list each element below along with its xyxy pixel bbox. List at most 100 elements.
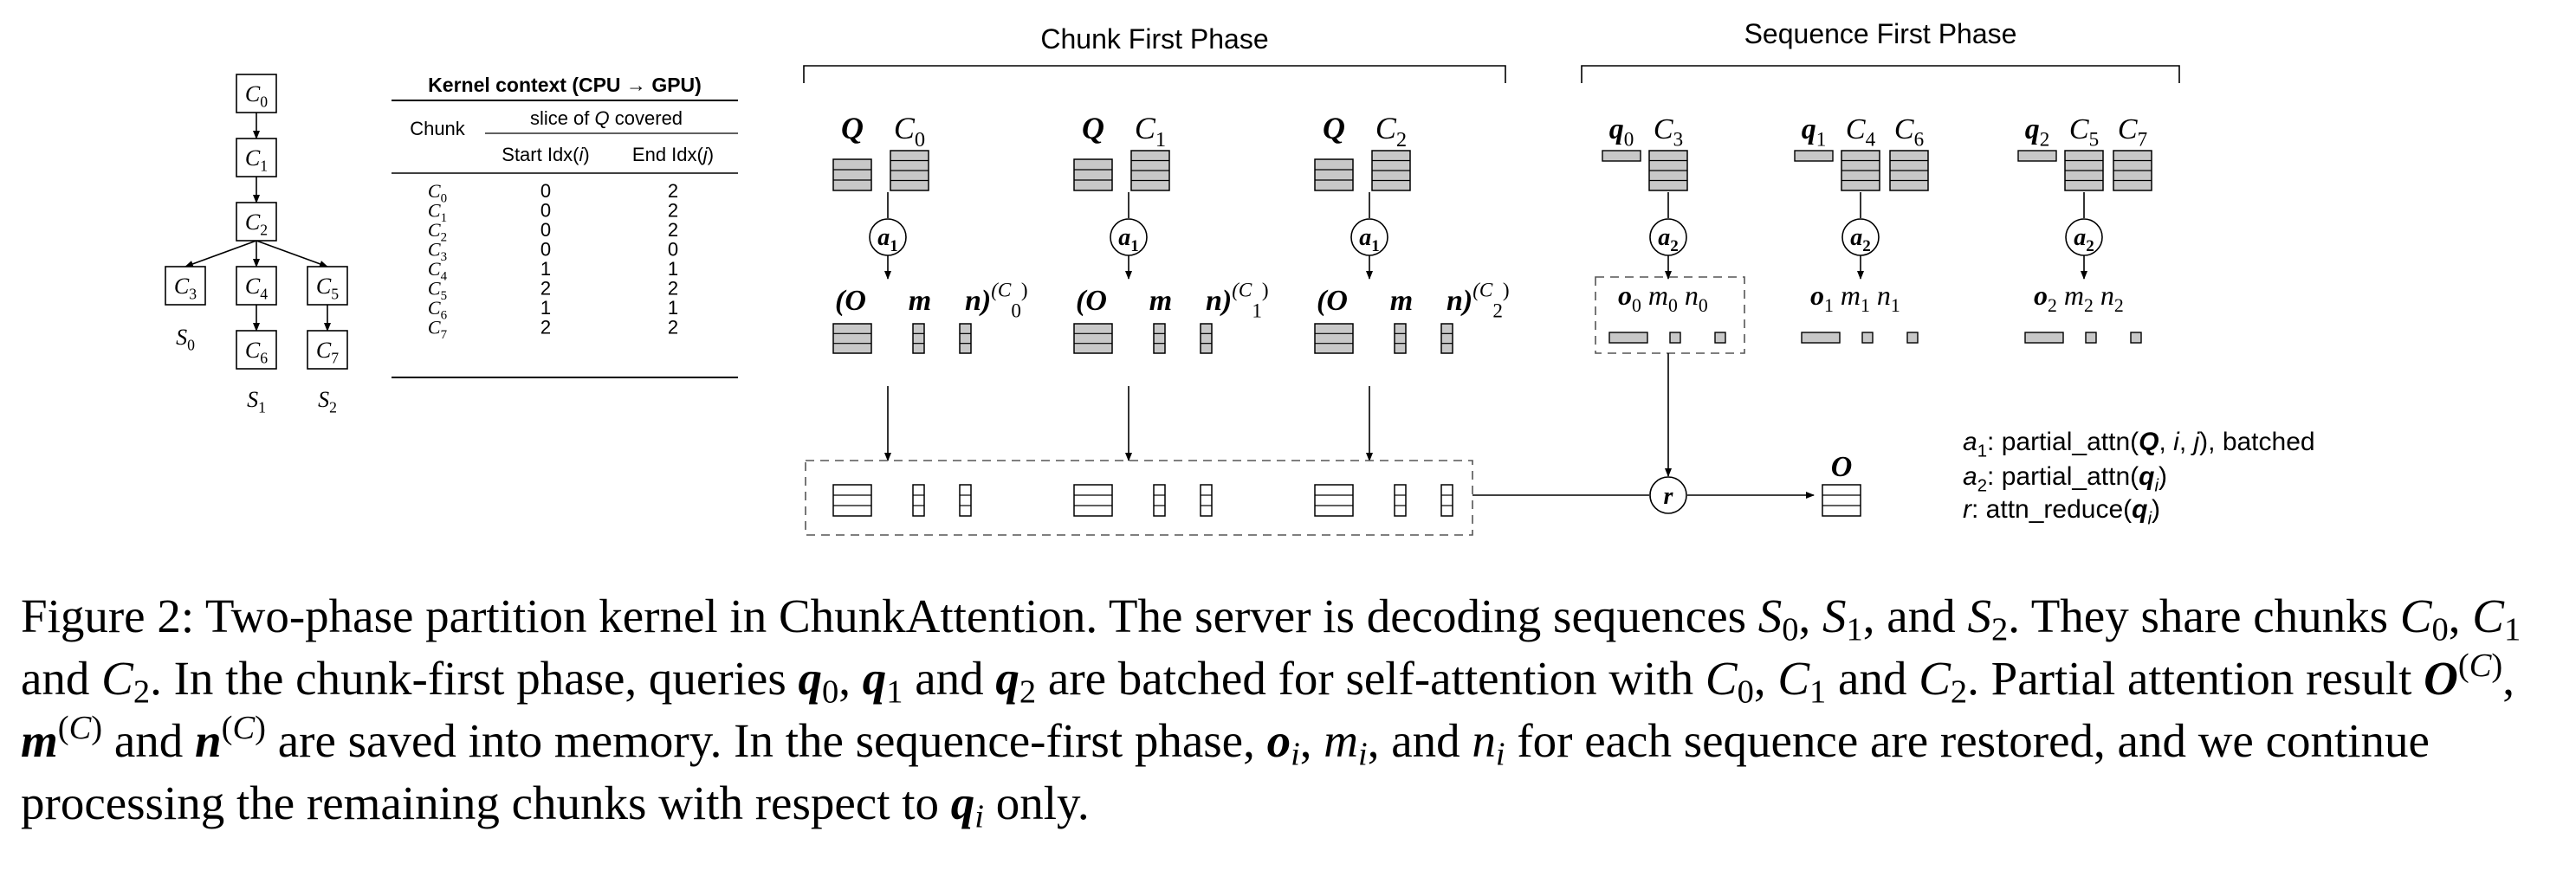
tree-node-c5: C5​ bbox=[307, 266, 348, 306]
m-block bbox=[1861, 332, 1874, 344]
tree-node-label: C5​ bbox=[316, 274, 339, 303]
chunk-label: C6​ bbox=[1894, 113, 1924, 151]
cell-end: 1 bbox=[668, 297, 678, 319]
n-block bbox=[1200, 323, 1213, 354]
chunk-block bbox=[2113, 150, 2152, 191]
q-block bbox=[832, 158, 872, 191]
table-row: C5​22 bbox=[428, 278, 678, 304]
tree-node-label: C6​ bbox=[245, 338, 268, 367]
mem-m-block bbox=[912, 484, 925, 517]
cell-end: 2 bbox=[668, 219, 678, 241]
cell-start: 2 bbox=[540, 317, 551, 338]
cell-start: 2 bbox=[540, 278, 551, 300]
n-block bbox=[2130, 332, 2142, 344]
q-block bbox=[2017, 150, 2057, 162]
legend: a1​: partial_attn(Q, i, j), batcheda2​: … bbox=[1963, 428, 2315, 529]
output-block bbox=[1822, 484, 1861, 517]
tree-node-c4: C4​ bbox=[236, 266, 277, 306]
table-row: C6​ 1 1 bbox=[428, 297, 678, 323]
table-row: C2​ 0 2 bbox=[428, 219, 678, 245]
memory-box bbox=[805, 460, 1473, 536]
chunk-label: C4​ bbox=[1846, 113, 1876, 151]
q-label: Q bbox=[1323, 111, 1345, 145]
mem-o-block bbox=[832, 484, 872, 517]
cell-chunk: C4​ bbox=[428, 258, 448, 284]
col-chunk: Chunk bbox=[410, 118, 466, 139]
tree-edge bbox=[184, 240, 257, 267]
cell-end: 2 bbox=[668, 317, 678, 338]
tree-node-label: C7​ bbox=[316, 338, 339, 367]
tree-edge bbox=[256, 240, 328, 267]
reduce-label: r bbox=[1664, 483, 1674, 510]
restore-box bbox=[1595, 276, 1745, 354]
cell-chunk: C0​ bbox=[428, 180, 447, 206]
n-block bbox=[1440, 323, 1453, 354]
op-label: a2​ bbox=[1658, 224, 1679, 255]
q-label: Q bbox=[1082, 111, 1104, 145]
caption-title: Two-phase partition kernel in ChunkAtten… bbox=[204, 590, 1109, 642]
cell-end: 0 bbox=[668, 239, 678, 261]
chunk-label: C2​ bbox=[1375, 111, 1407, 151]
table-title: Kernel context (CPU → GPU) bbox=[428, 74, 702, 96]
table-row: C7​ 2 2 bbox=[428, 317, 678, 343]
cell-chunk: C5​ bbox=[428, 278, 447, 304]
cell-start: 1 bbox=[540, 297, 551, 319]
sequence-first-bracket bbox=[1581, 65, 2180, 83]
o-label: (O bbox=[835, 285, 866, 317]
tree-node-c1: C1​ bbox=[236, 138, 277, 177]
tree-node-c2: C2​ bbox=[236, 202, 277, 242]
n-label: n)(C​2​)​ bbox=[1447, 280, 1510, 323]
mem-o-block bbox=[1314, 484, 1354, 517]
table-row: C0​02 bbox=[428, 180, 678, 206]
tree-node-label: C0​ bbox=[245, 81, 268, 111]
chunk-first-bracket bbox=[803, 65, 1506, 83]
q-block bbox=[1794, 150, 1834, 162]
chunk-block bbox=[890, 150, 929, 191]
q-block bbox=[1073, 158, 1113, 191]
o-block bbox=[1314, 323, 1354, 354]
chunk-tree: C0​C1​C2​C3​C4​C5​C6​C7​S0​S1​S2​ bbox=[165, 74, 348, 416]
m-block bbox=[912, 323, 925, 354]
tree-node-label: C4​ bbox=[245, 274, 268, 303]
cell-chunk: C1​ bbox=[428, 200, 447, 226]
tree-node-c6: C6​ bbox=[236, 330, 277, 370]
chunk-block bbox=[1130, 150, 1170, 191]
tree-node-c7: C7​ bbox=[307, 330, 348, 370]
cell-chunk: C6​ bbox=[428, 297, 448, 323]
m-label: m bbox=[1149, 285, 1172, 317]
cell-end: 1 bbox=[668, 258, 678, 280]
cell-start: 0 bbox=[540, 219, 551, 241]
omn-label: o0​ m0​ n0​ bbox=[1618, 280, 1708, 316]
q-label: q1​ bbox=[1802, 113, 1827, 151]
cell-end: 2 bbox=[668, 200, 678, 222]
o-label: (O bbox=[1317, 285, 1348, 317]
cell-chunk: C7​ bbox=[428, 317, 448, 343]
n-block bbox=[959, 323, 972, 354]
op-label: a1​ bbox=[1359, 224, 1380, 255]
o-block bbox=[1608, 332, 1648, 344]
cell-start: 0 bbox=[540, 180, 551, 202]
chunk-block bbox=[1841, 150, 1880, 191]
m-block bbox=[1153, 323, 1166, 354]
partition-kernel-diagram: C0​C1​C2​C3​C4​C5​C6​C7​S0​S1​S2​ Kernel… bbox=[165, 18, 2315, 536]
legend-item-0: a1​: partial_attn(Q, i, j), batched bbox=[1963, 428, 2315, 461]
n-label: n)(C​0​)​ bbox=[965, 280, 1028, 323]
o-block bbox=[1801, 332, 1841, 344]
legend-item-2: r: attn_reduce(qi​) bbox=[1963, 495, 2160, 529]
sequence-label: S0​ bbox=[176, 325, 195, 354]
tree-node-label: C2​ bbox=[245, 209, 268, 239]
tree-node-c0: C0​ bbox=[236, 74, 277, 113]
table-row: C4​11 bbox=[428, 258, 678, 284]
chunk-label: C0​ bbox=[894, 111, 925, 151]
caption-label: Figure 2: bbox=[21, 590, 205, 642]
chunk-label: C5​ bbox=[2069, 113, 2099, 151]
o-block bbox=[832, 323, 872, 354]
m-block bbox=[1669, 332, 1681, 344]
m-label: m bbox=[1390, 285, 1413, 317]
chunk-first-group-0: QC0​a1​(Omn)(C​0​)​ bbox=[832, 111, 1028, 517]
cell-chunk: C2​ bbox=[428, 219, 447, 245]
omn-label: o1​ m1​ n1​ bbox=[1810, 280, 1900, 316]
q-label: q0​ bbox=[1609, 113, 1634, 151]
sequence-first-group-0: q0​C3​a2​o0​ m0​ n0​ bbox=[1595, 113, 1745, 354]
